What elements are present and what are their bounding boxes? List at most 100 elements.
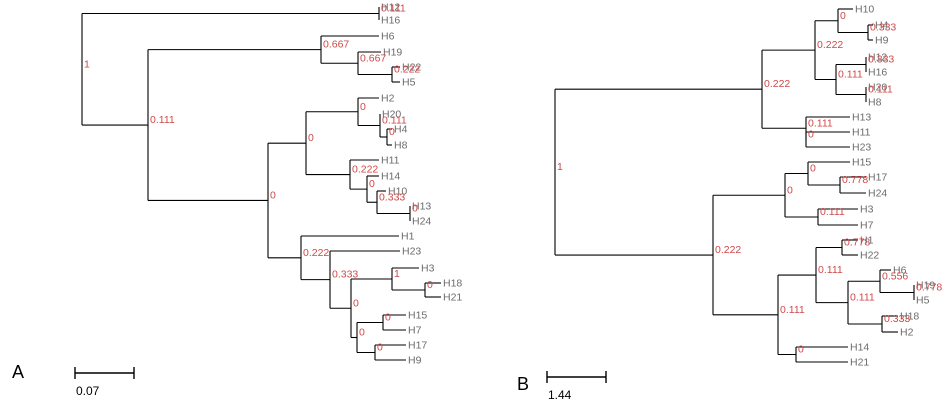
leaf-label: H22 xyxy=(402,62,421,74)
leaf-label: H6 xyxy=(381,31,395,43)
leaf-label: H16 xyxy=(868,67,887,79)
support-value: 0 xyxy=(360,101,366,113)
support-value: 1 xyxy=(557,161,563,173)
leaf-label: H13 xyxy=(412,201,431,213)
leaf-label: H19 xyxy=(916,280,935,292)
leaf-label: H16 xyxy=(381,15,400,27)
leaf-label: H7 xyxy=(860,220,874,232)
support-value: 0 xyxy=(359,327,365,339)
leaf-label: H9 xyxy=(408,355,422,367)
support-value: 0 xyxy=(353,297,359,309)
support-value: 0.778 xyxy=(916,282,942,294)
support-value: 0.111 xyxy=(818,264,843,276)
leaf-label: H11 xyxy=(852,127,871,139)
support-value: 0.111 xyxy=(868,84,893,96)
leaf-label: H19 xyxy=(383,47,402,59)
leaf-label: H5 xyxy=(402,77,416,89)
leaf-label: H2 xyxy=(381,93,395,105)
support-value: 0.333 xyxy=(332,269,358,281)
leaf-label: H11 xyxy=(381,155,400,167)
leaf-label: H1 xyxy=(860,235,874,247)
leaf-label: H14 xyxy=(850,342,869,354)
support-value: 0.333 xyxy=(868,54,894,66)
support-value: 0 xyxy=(810,163,816,175)
support-value: 0.333 xyxy=(379,191,405,203)
leaf-label: H14 xyxy=(381,171,400,183)
leaf-label: H6 xyxy=(893,265,907,277)
leaf-label: H20 xyxy=(382,109,401,121)
support-value: 0 xyxy=(427,279,433,291)
support-value: 0.778 xyxy=(842,174,868,186)
leaf-label: H7 xyxy=(408,325,422,337)
leaf-label: H10 xyxy=(388,186,407,198)
support-value: 1 xyxy=(84,58,90,70)
support-value: 0 xyxy=(787,184,793,196)
leaf-label: H9 xyxy=(875,35,889,47)
leaf-label: H8 xyxy=(394,140,408,152)
leaf-label: H4 xyxy=(394,124,408,136)
panel-b-letter: B xyxy=(517,374,529,394)
support-value: 0 xyxy=(798,344,804,356)
leaf-label: H17 xyxy=(408,340,427,352)
support-value: 0.222 xyxy=(352,164,378,176)
support-value: 0.111 xyxy=(150,114,175,126)
leaf-label: H24 xyxy=(868,188,887,200)
leaf-label: H2 xyxy=(900,327,914,339)
support-value: 0.222 xyxy=(817,39,843,51)
leaf-label: H8 xyxy=(868,97,882,109)
leaf-label: H5 xyxy=(916,295,930,307)
leaf-label: H18 xyxy=(900,311,919,323)
support-value: 0.111 xyxy=(838,69,863,81)
leaf-label: H23 xyxy=(402,246,421,258)
support-value: 0 xyxy=(369,178,375,190)
support-value: 0.333 xyxy=(884,313,910,325)
support-value: 0 xyxy=(840,10,846,22)
leaf-label: H12 xyxy=(381,2,400,14)
support-value: 0 xyxy=(808,129,814,141)
support-value: 0.111 xyxy=(850,292,875,304)
leaf-label: H3 xyxy=(860,204,874,216)
support-value: 0 xyxy=(270,189,276,201)
support-value: 0.333 xyxy=(870,22,896,34)
support-value: 0.778 xyxy=(844,237,870,249)
support-value: 1 xyxy=(394,268,400,280)
support-value: 0.111 xyxy=(382,115,407,127)
leaf-label: H10 xyxy=(855,4,874,16)
leaf-label: H15 xyxy=(852,157,871,169)
panel-a-scale-label: 0.07 xyxy=(76,384,100,398)
support-value: 0.111 xyxy=(820,206,845,218)
support-value: 0 xyxy=(377,342,383,354)
tree-panel-b: 10.2220.222H100H4H90.3330.111H12H160.333… xyxy=(554,4,942,369)
support-value: 0.222 xyxy=(715,244,741,256)
leaf-label: H23 xyxy=(852,142,871,154)
support-value: 0.556 xyxy=(882,270,908,282)
leaf-label: H3 xyxy=(421,263,435,275)
support-value: 0 xyxy=(412,203,418,215)
panel-b-scale-label: 1.44 xyxy=(548,388,572,402)
leaf-label: H24 xyxy=(412,216,431,228)
support-value: 0 xyxy=(385,312,391,324)
tree-panel-a: 1H12H160.1110.111H60.667H190.667H22H50.2… xyxy=(81,2,462,367)
leaf-label: H13 xyxy=(852,112,871,124)
support-value: 0 xyxy=(389,126,395,138)
leaf-label: H21 xyxy=(443,292,462,304)
support-value: 0.667 xyxy=(360,52,386,64)
leaf-label: H17 xyxy=(868,172,887,184)
support-value: 0.222 xyxy=(764,78,790,90)
leaf-label: H15 xyxy=(408,310,427,322)
support-value: 0.111 xyxy=(780,304,805,316)
leaf-label: H18 xyxy=(443,278,462,290)
leaf-label: H4 xyxy=(875,20,889,32)
panel-a-letter: A xyxy=(12,362,24,382)
support-value: 0.222 xyxy=(303,247,329,259)
support-value: 0.667 xyxy=(323,39,349,51)
support-value: 0.111 xyxy=(381,3,406,15)
support-value: 0.111 xyxy=(808,117,833,129)
leaf-label: H1 xyxy=(401,231,415,243)
leaf-label: H20 xyxy=(868,82,887,94)
leaf-label: H22 xyxy=(860,250,879,262)
leaf-label: H12 xyxy=(868,52,887,64)
leaf-label: H21 xyxy=(850,357,869,369)
support-value: 0 xyxy=(308,132,314,144)
